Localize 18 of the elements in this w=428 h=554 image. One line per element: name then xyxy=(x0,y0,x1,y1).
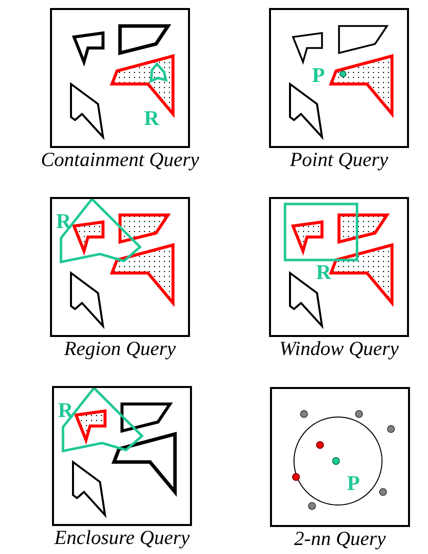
panel-caption: Enclosure Query xyxy=(53,527,191,550)
query-panel xyxy=(50,197,190,337)
query-label: R xyxy=(56,211,72,232)
query-label: P xyxy=(347,473,360,494)
query-label: R xyxy=(58,400,74,421)
query-panel xyxy=(270,387,410,527)
query-panel xyxy=(52,386,192,526)
panel-caption: 2-nn Query xyxy=(293,528,387,551)
query-panel xyxy=(269,197,409,337)
query-label: P xyxy=(312,65,325,86)
panel-caption: Containment Query xyxy=(40,149,200,172)
panel-caption: Window Query xyxy=(278,338,400,361)
panel-caption: Region Query xyxy=(63,338,177,361)
query-label: R xyxy=(144,108,160,129)
query-label: R xyxy=(316,262,332,283)
query-panel xyxy=(50,8,190,148)
panel-caption: Point Query xyxy=(288,149,390,172)
query-panel xyxy=(269,8,409,148)
